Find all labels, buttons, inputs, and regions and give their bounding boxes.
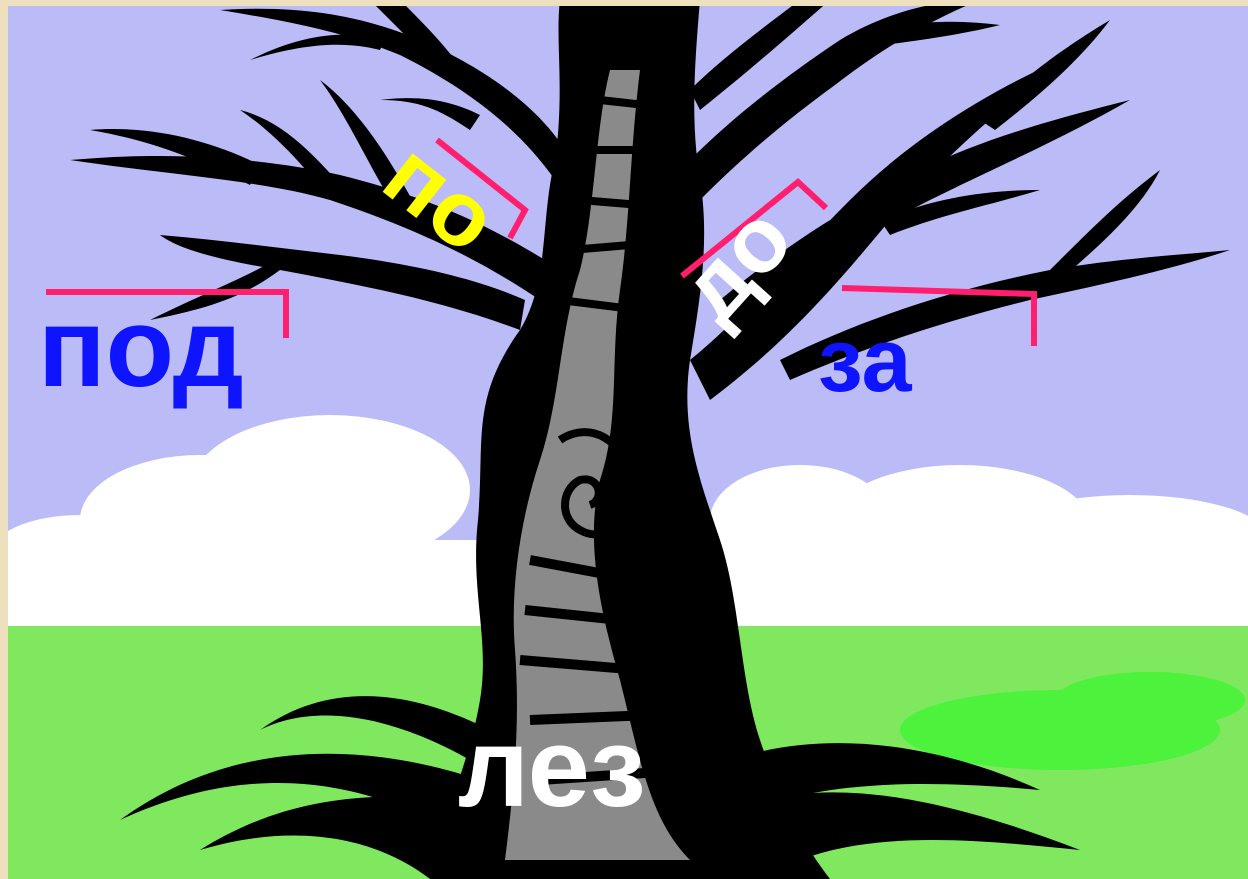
tree <box>70 0 1230 879</box>
bracket-za <box>841 285 1037 346</box>
bracket-do <box>680 178 829 279</box>
bracket-pod <box>46 289 289 338</box>
prefix-za-label: за <box>818 311 912 411</box>
prefix-pod-label: под <box>38 285 244 410</box>
root-lez-label: лез <box>458 705 646 830</box>
bracket-marks <box>46 137 1037 346</box>
bracket-po <box>435 137 529 240</box>
